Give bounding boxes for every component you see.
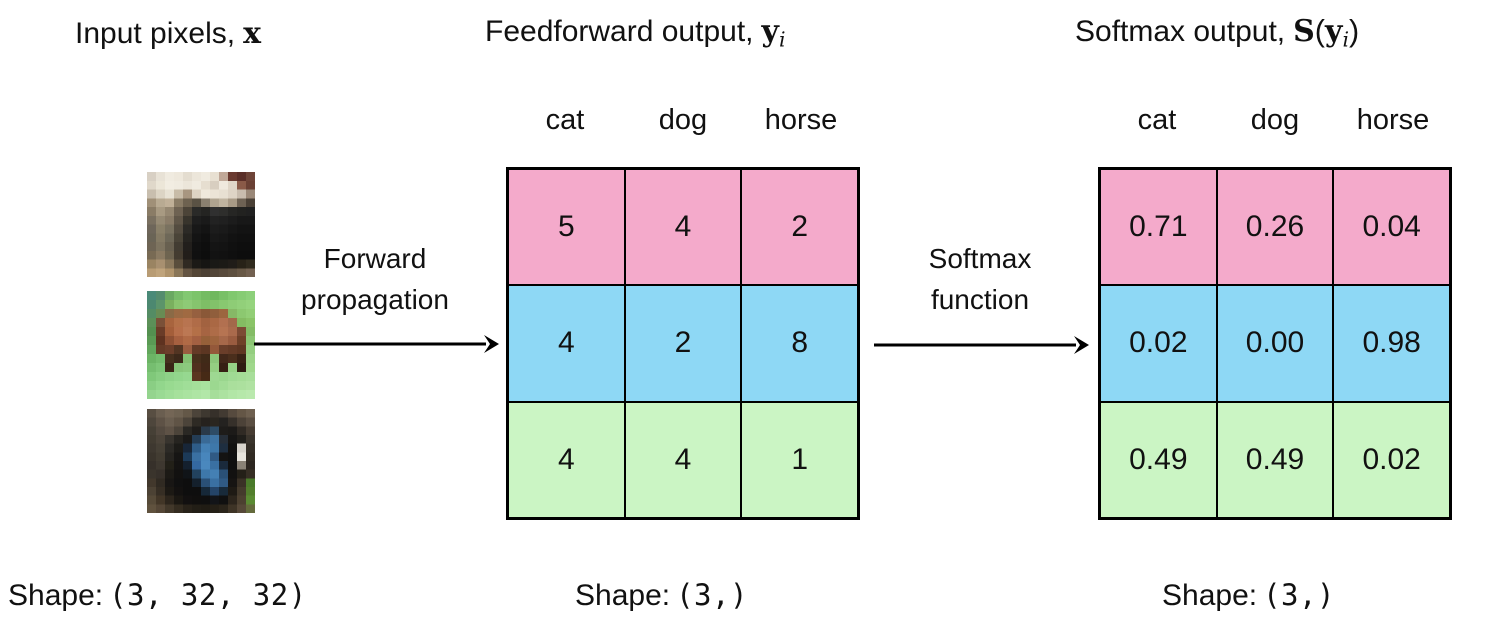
feedforward-output-title: Feedforward output,yi	[485, 14, 785, 52]
feedforward-cell-r1-c2: 4	[624, 169, 742, 286]
feedforward-cell-r2-c3: 8	[741, 285, 858, 402]
softmax-cell-r2-c1: 0.02	[1100, 285, 1217, 402]
softmax-cell-r3-c3: 0.02	[1333, 401, 1450, 518]
softmax-cell-r3-c2: 0.49	[1216, 401, 1334, 518]
input-pixels-title-text: Input pixels,	[75, 17, 236, 50]
input-pixels-title: Input pixels,x	[75, 16, 261, 51]
feedforward-cell-r2-c2: 2	[624, 285, 742, 402]
softmax-function-label-line2: function	[930, 284, 1030, 315]
x-vector-symbol: x	[243, 16, 261, 51]
softmax-function-symbol: S	[1293, 14, 1315, 49]
y-vector-symbol: y	[761, 14, 779, 49]
column-header-dog: dog	[658, 104, 708, 136]
close-paren: )	[1348, 14, 1360, 48]
y-vector-symbol-2: y	[1325, 14, 1343, 49]
softmax-cell-r2-c2: 0.00	[1216, 285, 1334, 402]
softmax-title-text: Softmax output,	[1075, 15, 1286, 48]
feedforward-shape-label: Shape:(3,)	[575, 578, 748, 613]
softmax-cell-r2-c3: 0.98	[1333, 285, 1450, 402]
softmax-shape-text: Shape:	[1162, 579, 1258, 612]
column-header-horse: horse	[764, 104, 838, 136]
forward-propagation-label-line2: propagation	[301, 284, 449, 315]
softmax-shape-tuple: (3,)	[1263, 578, 1335, 612]
input-shape-label: Shape:(3, 32, 32)	[8, 578, 307, 613]
softmax-function-label: Softmax function	[872, 238, 1088, 320]
open-paren: (	[1314, 14, 1325, 48]
feedforward-cell-r3-c3: 1	[741, 401, 858, 518]
forward-propagation-label: Forward propagation	[262, 238, 488, 320]
feedforward-cell-r1-c3: 2	[741, 169, 858, 286]
feedforward-column-headers: cat dog horse	[506, 104, 860, 137]
softmax-cell-r1-c3: 0.04	[1333, 169, 1450, 286]
column-header-dog: dog	[1250, 104, 1300, 136]
column-header-cat: cat	[1137, 104, 1177, 136]
softmax-function-arrow	[874, 336, 1089, 354]
feedforward-title-text: Feedforward output,	[485, 15, 754, 48]
softmax-cell-r1-c2: 0.26	[1216, 169, 1334, 286]
feedforward-shape-tuple: (3,)	[676, 578, 748, 612]
dog-image	[147, 409, 255, 513]
y-subscript: i	[778, 27, 786, 52]
feedforward-cell-r2-c1: 4	[508, 285, 625, 402]
column-header-cat: cat	[545, 104, 585, 136]
forward-propagation-label-line1: Forward	[323, 243, 427, 274]
feedforward-cell-r3-c2: 4	[624, 401, 742, 518]
column-header-horse: horse	[1356, 104, 1430, 136]
softmax-shape-label: Shape:(3,)	[1162, 578, 1335, 613]
softmax-cell-r3-c1: 0.49	[1100, 401, 1217, 518]
forward-propagation-arrow	[254, 335, 499, 353]
feedforward-cell-r1-c1: 5	[508, 169, 625, 286]
y-subscript-2: i	[1342, 27, 1349, 52]
feedforward-cell-r3-c1: 4	[508, 401, 625, 518]
horse-image	[147, 291, 255, 399]
input-shape-text: Shape:	[8, 579, 104, 612]
softmax-cell-r1-c1: 0.71	[1100, 169, 1217, 286]
softmax-column-headers: cat dog horse	[1098, 104, 1452, 137]
feedforward-shape-text: Shape:	[575, 579, 671, 612]
softmax-function-label-line1: Softmax	[928, 243, 1032, 274]
input-shape-tuple: (3, 32, 32)	[109, 578, 307, 612]
softmax-output-title: Softmax output,S(yi)	[1075, 14, 1359, 52]
cat-image	[147, 172, 255, 277]
